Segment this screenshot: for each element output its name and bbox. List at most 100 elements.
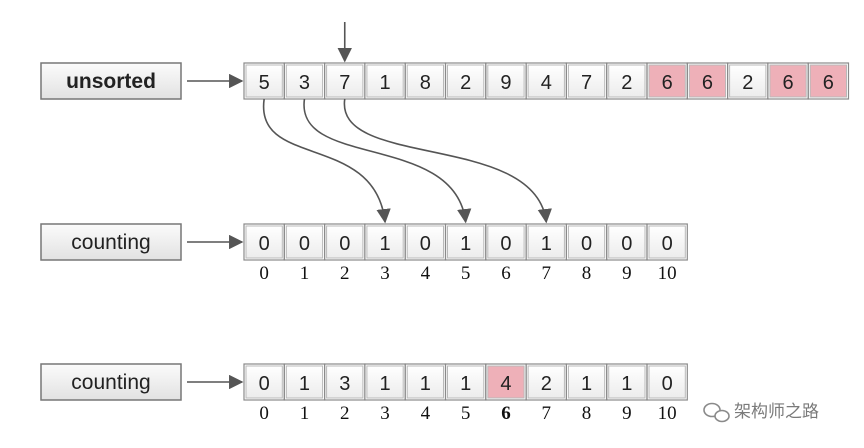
cell-value: 0	[621, 233, 632, 255]
cell-value: 0	[259, 373, 270, 395]
cell-box	[245, 225, 283, 259]
array-cell: 0	[324, 223, 366, 261]
wechat-icon	[703, 402, 730, 423]
index-label: 4	[421, 403, 431, 424]
array-cell: 0	[565, 223, 608, 261]
cell-box	[648, 365, 686, 399]
array-cell: 0	[646, 363, 688, 401]
cell-box	[285, 64, 324, 98]
array-cell: 2	[444, 62, 487, 100]
cell-value: 1	[420, 373, 431, 395]
array-cell: 2	[525, 363, 567, 401]
cell-box	[648, 64, 686, 98]
cell-value: 1	[541, 233, 552, 255]
index-label: 2	[340, 263, 350, 284]
cell-value: 0	[581, 233, 592, 255]
cell-value: 9	[500, 72, 511, 94]
array-cell: 1	[565, 363, 608, 401]
cell-box	[769, 64, 807, 98]
array-cell: 7	[324, 62, 366, 100]
label-box	[40, 223, 182, 261]
cell-box	[527, 225, 565, 259]
cell-border	[646, 223, 688, 261]
array-cell: 1	[364, 62, 406, 100]
label-box	[40, 363, 182, 401]
index-label: 5	[461, 403, 471, 424]
array-cell: 0	[243, 223, 285, 261]
row-label-text: unsorted	[66, 70, 156, 93]
cell-box	[648, 225, 686, 259]
mapping-arrow	[303, 98, 472, 224]
index-label: 7	[542, 263, 552, 284]
cell-box	[487, 365, 525, 399]
index-label: 10	[658, 403, 677, 424]
cell-box	[285, 225, 324, 259]
cell-box	[567, 225, 606, 259]
cell-value: 4	[500, 373, 511, 395]
cell-box	[245, 365, 283, 399]
label-box	[40, 62, 182, 100]
cell-value: 2	[541, 373, 552, 395]
array-cell: 1	[364, 363, 406, 401]
index-label: 1	[300, 263, 310, 284]
cell-box	[326, 64, 364, 98]
index-label: 9	[622, 263, 632, 284]
cell-value: 1	[379, 72, 390, 94]
cell-value: 1	[621, 373, 632, 395]
cell-value: 0	[662, 233, 673, 255]
cell-value: 3	[339, 373, 350, 395]
cell-box	[326, 365, 364, 399]
row-label: unsorted	[40, 62, 182, 100]
array-cell: 6	[807, 62, 850, 100]
array-cell: 7	[565, 62, 608, 100]
index-label: 10	[658, 263, 677, 284]
cell-box	[608, 64, 646, 98]
array-cell: 0	[243, 363, 285, 401]
cell-box	[487, 64, 525, 98]
index-label: 9	[622, 403, 632, 424]
index-label: 0	[259, 263, 269, 284]
cell-box	[729, 64, 767, 98]
cell-value: 6	[823, 72, 834, 94]
index-label: 8	[582, 403, 592, 424]
cell-box	[447, 225, 485, 259]
cell-value: 0	[420, 233, 431, 255]
index-label: 5	[461, 263, 471, 284]
cell-value: 6	[662, 72, 673, 94]
cell-value: 1	[379, 373, 390, 395]
cell-value: 8	[420, 72, 431, 94]
array-cell: 1	[364, 223, 406, 261]
cell-box	[326, 225, 364, 259]
array-cell: 6	[686, 62, 729, 100]
cell-box	[608, 365, 646, 399]
array-cell: 1	[525, 223, 567, 261]
row-label: counting	[40, 223, 182, 261]
cell-value: 0	[299, 233, 310, 255]
array-cell: 0	[485, 223, 527, 261]
cell-value: 7	[339, 72, 350, 94]
cell-box	[487, 225, 525, 259]
mapping-arrow	[262, 98, 391, 224]
cell-value: 4	[541, 72, 552, 94]
cell-box	[406, 225, 445, 259]
cell-box	[366, 365, 404, 399]
array-cell: 0	[606, 223, 648, 261]
cell-value: 2	[742, 72, 753, 94]
array-cell: 6	[767, 62, 809, 100]
cell-value: 6	[782, 72, 793, 94]
cell-value: 2	[460, 72, 471, 94]
cell-box	[567, 365, 606, 399]
array-cell: 3	[324, 363, 366, 401]
cell-value: 0	[500, 233, 511, 255]
array-cell: 1	[444, 223, 487, 261]
index-label: 3	[380, 403, 390, 424]
index-label: 6	[501, 263, 511, 284]
watermark-text: 架构师之路	[734, 402, 819, 422]
index-label: 1	[300, 403, 310, 424]
cell-box	[447, 365, 485, 399]
array-cell: 4	[485, 363, 527, 401]
array-cell: 1	[444, 363, 487, 401]
